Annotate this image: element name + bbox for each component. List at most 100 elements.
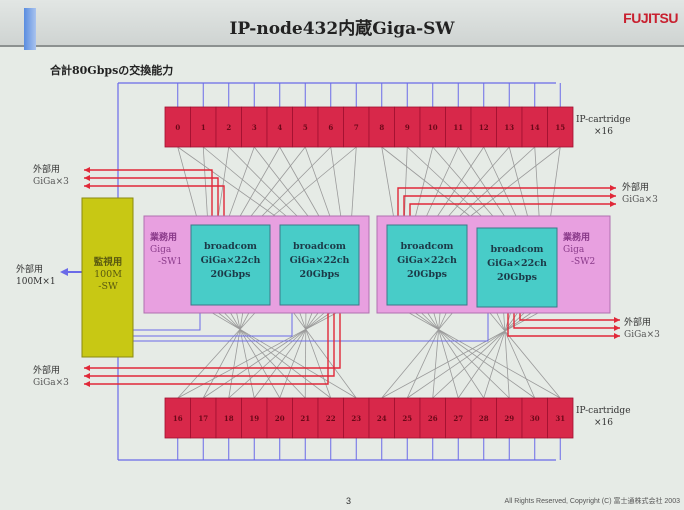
top-cartridge-cell [521,106,548,148]
bottom-cartridge-cell-number: 19 [249,414,259,423]
crossbar-link [202,304,254,399]
crossbar-link [177,146,289,226]
chip-label: GiGa×22ch [290,255,350,266]
top-cartridge-cell [266,106,293,148]
crossbar-link [198,304,357,399]
crossbar-link [484,306,561,399]
chip-label: 20Gbps [407,269,447,280]
crossbar-link [406,304,451,399]
crossbar-link [202,146,298,226]
top-cartridge-cell [394,106,421,148]
top-cartridge-cell [215,106,242,148]
top-cartridge-cell-number: 13 [504,123,514,132]
crossbar-link [350,146,357,226]
broadcom-chip-2 [279,224,360,306]
bottom-cartridge-cell [266,397,293,439]
crossbar-link [234,304,255,399]
arrow-icon [84,167,90,173]
chip-label: 20Gbps [300,269,340,280]
crossbar-link [228,304,245,399]
crossbar-link [422,304,485,399]
top-cartridge-cell [164,106,191,148]
external-link-top-left [84,177,219,225]
top-cartridge-cell [496,106,523,148]
crossbar-link [381,306,550,399]
arrow-left-icon [60,268,68,276]
bottom-cartridge-cell-number: 17 [198,414,208,423]
chip-label: GiGa×22ch [201,255,261,266]
bottom-cartridge-cell [394,397,421,439]
top-cartridge-cell [419,106,446,148]
arrow-icon [84,175,90,181]
crossbar-link [304,304,307,399]
mgmt-switch-line [133,305,293,337]
bottom-cartridge-cell-number: 26 [428,414,438,423]
top-cartridge-cell-number: 9 [405,123,410,132]
crossbar-link [228,304,334,399]
bottom-cartridge-cell-number: 28 [479,414,489,423]
crossbar-link [407,306,541,399]
title-bar: IP-node432内蔵Giga-SW FUJITSU [0,0,684,50]
crossbar-link [177,304,263,399]
external-link-bottom-right [507,307,620,337]
top-cartridge-cell [368,106,395,148]
top-cartridge-cell-number: 1 [201,123,206,132]
arrow-icon [84,373,90,379]
bottom-cartridge-cell [190,397,217,439]
crossbar-link [279,146,325,226]
arrow-icon [84,381,90,387]
bottom-cartridge-cell-number: 29 [504,414,514,423]
bottom-cartridge-cell [445,397,472,439]
top-cartridge-label: IP-cartridge×16 [576,115,631,137]
chip-label: 20Gbps [497,272,537,283]
crossbar-link [431,146,485,226]
top-cartridge-cell-number: 4 [277,123,282,132]
broadcom-chip-4 [476,227,558,308]
bottom-cartridge-cell [368,397,395,439]
top-cartridge-cell [317,106,344,148]
crossbar-link [225,146,255,226]
crossbar-link [253,146,316,226]
bottom-cartridge-cell [292,397,319,439]
bottom-cartridge-cell [343,397,370,439]
external-link-top-right [397,187,616,225]
arrow-icon [610,201,616,207]
bottom-cartridge-cell-number: 31 [555,414,565,423]
top-cartridge-cell-number: 8 [379,123,384,132]
crossbar-link [457,306,522,399]
crossbar-link [381,146,396,226]
top-cartridge-cell-number: 15 [555,123,565,132]
bottom-cartridge-cell [547,397,574,439]
top-cartridge-cell-number: 3 [252,123,257,132]
chip-label: GiGa×22ch [487,258,547,269]
top-cartridge-cell-number: 14 [530,123,540,132]
crossbar-link [253,304,325,399]
broadcom-chip-1 [190,224,271,306]
crossbar-link [330,146,343,226]
top-cartridge-cell-number: 0 [175,123,180,132]
crossbar-link [287,304,357,399]
top-cartridge-cell-number: 2 [226,123,231,132]
bottom-cartridge-cell-number: 20 [275,414,285,423]
external-link-bottom-left [84,305,341,369]
bottom-cartridge-cell-number: 27 [453,414,463,423]
monitor-switch-box [81,197,134,358]
bottom-cartridge-cell-number: 30 [530,414,540,423]
bottom-cartridge-cell [164,397,191,439]
external-link-top-left [84,169,213,225]
crossbar-link [203,304,343,399]
top-cartridge-cell [241,106,268,148]
arrow-icon [84,365,90,371]
arrow-icon [614,325,620,331]
page-title: IP-node432内蔵Giga-SW [229,19,455,39]
top-cartridge-cell-number: 6 [328,123,333,132]
title-accent-bar [24,8,36,50]
crossbar-link [502,306,510,399]
